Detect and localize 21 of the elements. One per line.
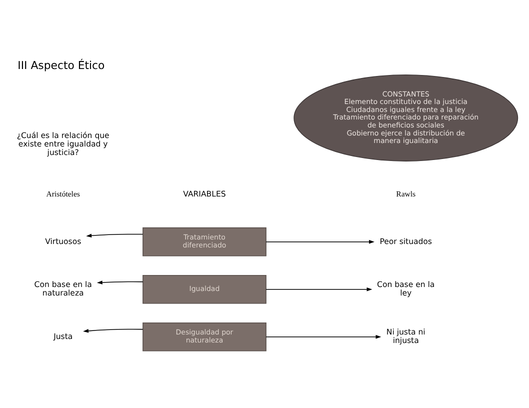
label: Rawls bbox=[396, 189, 416, 198]
node-text: Peor situados bbox=[380, 236, 432, 246]
arrow bbox=[83, 328, 144, 333]
node-box: Igualdad bbox=[142, 274, 266, 304]
label: ¿Cuál es la relación que existe entre igualdad y justicia? bbox=[16, 130, 110, 157]
node-text: Justa bbox=[54, 332, 73, 341]
label: VARIABLES bbox=[183, 189, 226, 198]
arrow bbox=[86, 234, 144, 238]
node-box: Tratamiento diferenciado bbox=[142, 227, 266, 256]
arrow bbox=[96, 280, 144, 284]
arrow bbox=[266, 334, 382, 339]
diagram-title: III Aspecto Ético bbox=[18, 58, 105, 72]
arrow bbox=[266, 240, 374, 244]
node-text: Virtuosos bbox=[45, 236, 82, 246]
node-text: Ni justa ni injusta bbox=[386, 328, 426, 346]
label: Aristóteles bbox=[46, 189, 80, 198]
node-text: Con base en la ley bbox=[377, 280, 435, 298]
node-ellipse: CONSTANTES Elemento constitutivo de la justicia Ciudadanos iguales frente a la ley Tratamiento diferenciado para reparación de beneficios sociales Gobierno ejerce la distribución de manera igualitaria bbox=[294, 74, 518, 162]
node-box: Desigualdad por naturaleza bbox=[142, 322, 266, 352]
node-text: Con base en la naturaleza bbox=[34, 280, 92, 298]
arrow bbox=[266, 287, 372, 292]
